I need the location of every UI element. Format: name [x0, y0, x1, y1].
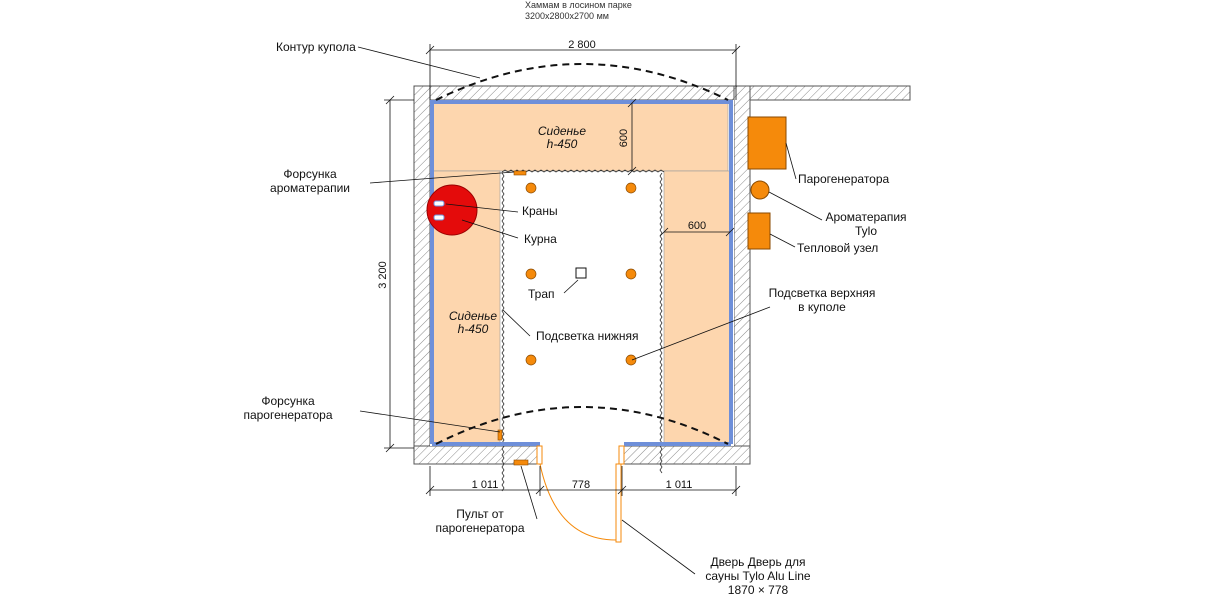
heat-node-box — [747, 212, 771, 250]
dim-height: 3 200 — [377, 261, 389, 289]
aroma-nozzle-icon — [513, 170, 527, 176]
plan-size: 3200х2800х2700 мм — [525, 11, 609, 21]
label-aromatherapy-2: Tylo — [855, 224, 877, 238]
dim-bottom-left: 1 011 — [472, 479, 499, 491]
label-drain: Трап — [528, 287, 555, 301]
remote-panel-icon — [513, 459, 529, 466]
drain-icon — [575, 267, 587, 279]
kurna-basin — [426, 184, 478, 236]
bench-top-label: Сиденье — [538, 124, 587, 138]
label-taps: Краны — [522, 204, 558, 218]
leader-lines — [357, 46, 823, 575]
label-remote-2: парогенератора — [435, 521, 524, 535]
taps-icon — [433, 200, 445, 221]
dim-bench-right-width: 600 — [688, 220, 706, 232]
bench-left-label: Сиденье — [449, 309, 498, 323]
label-lower-light: Подсветка нижняя — [536, 329, 639, 343]
dim-bottom-right: 1 011 — [666, 479, 693, 491]
bench-left-height: h-450 — [458, 322, 489, 336]
label-upper-light-2: в куполе — [798, 300, 846, 314]
dim-bench-top-depth: 600 — [618, 129, 630, 147]
dim-top-width: 2 800 — [568, 39, 596, 51]
label-heat-node: Тепловой узел — [797, 241, 878, 255]
label-kurna: Курна — [524, 232, 557, 246]
steam-generator-box — [747, 116, 787, 170]
benches — [431, 102, 731, 492]
label-dome-contour: Контур купола — [276, 40, 356, 54]
label-steam-nozzle-2: парогенератора — [243, 408, 332, 422]
dimension-lines — [384, 44, 741, 496]
dome-contour-top — [435, 63, 729, 101]
label-door-1: Дверь Дверь для — [710, 555, 805, 569]
label-door-2: сауны Tylo Alu Line — [705, 569, 810, 583]
dim-bottom-door: 778 — [572, 479, 590, 491]
label-aroma-nozzle-2: ароматерапии — [270, 181, 350, 195]
label-aroma-nozzle-1: Форсунка — [283, 167, 337, 181]
label-upper-light-1: Подсветка верхняя — [769, 286, 876, 300]
dome-contour-bottom — [435, 406, 729, 445]
lower-lights — [525, 182, 637, 366]
bench-top-height: h-450 — [547, 137, 578, 151]
label-door-3: 1870 × 778 — [728, 583, 789, 597]
label-aromatherapy-1: Ароматерапия — [825, 210, 906, 224]
plan-title: Хаммам в лосином парке — [525, 0, 632, 10]
label-remote-1: Пульт от — [456, 507, 504, 521]
aromatherapy-unit — [750, 180, 770, 200]
label-steam-nozzle-1: Форсунка — [261, 394, 315, 408]
door — [536, 445, 625, 543]
wall-liner — [430, 100, 733, 444]
steam-nozzle-icon — [497, 429, 503, 441]
label-steam-generator: Парогенератора — [798, 172, 890, 186]
